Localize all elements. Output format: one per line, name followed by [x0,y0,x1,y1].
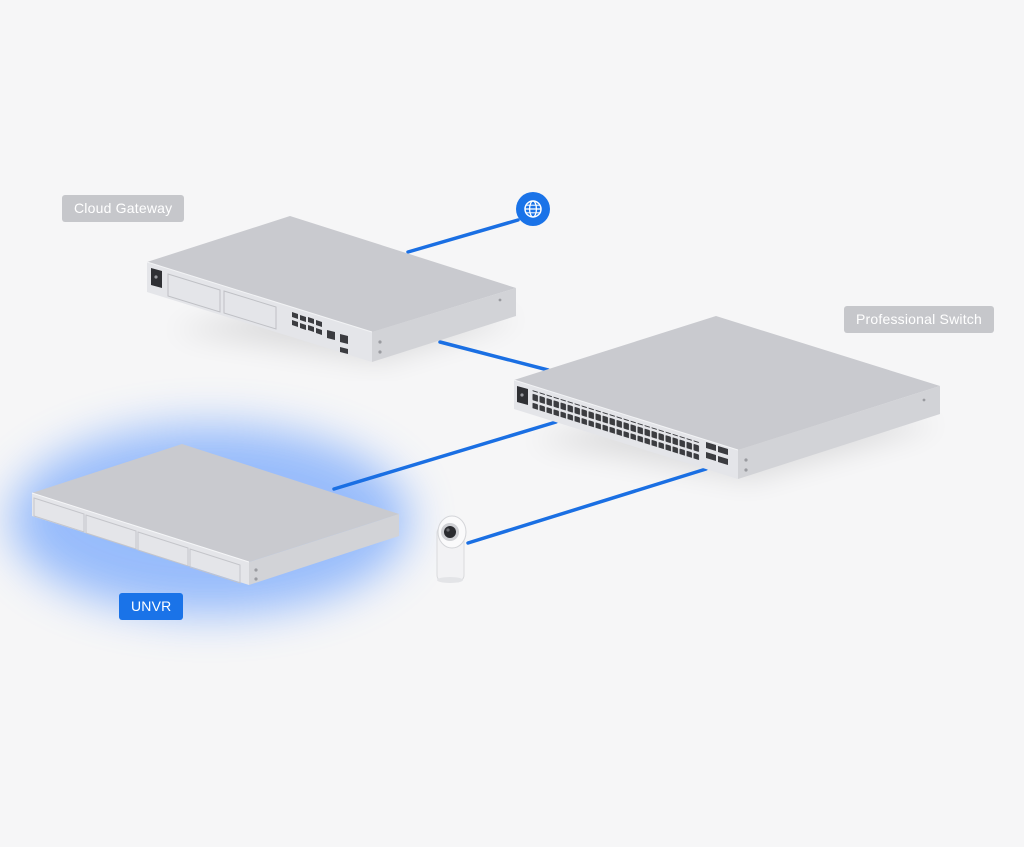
professional-switch-label: Professional Switch [844,306,994,333]
ethernet-ports [292,312,348,354]
drive-bays [33,497,241,584]
sfp-ports [706,442,728,465]
drive-bay [167,273,221,313]
professional-switch-device[interactable] [513,316,940,479]
connection-links [332,218,708,545]
globe-icon[interactable] [516,192,550,226]
camera-device[interactable] [436,515,467,583]
link-switch-unvr [332,420,558,491]
link-internet-gateway [406,218,520,254]
link-switch-camera [466,467,708,545]
unvr-device[interactable] [31,444,399,585]
cloud-gateway-label: Cloud Gateway [62,195,185,222]
cloud-gateway-device[interactable] [146,216,516,362]
drive-bay [223,290,277,330]
switch-port-array [532,390,700,461]
unvr-label: UNVR [119,593,184,620]
link-gateway-switch [438,340,550,372]
